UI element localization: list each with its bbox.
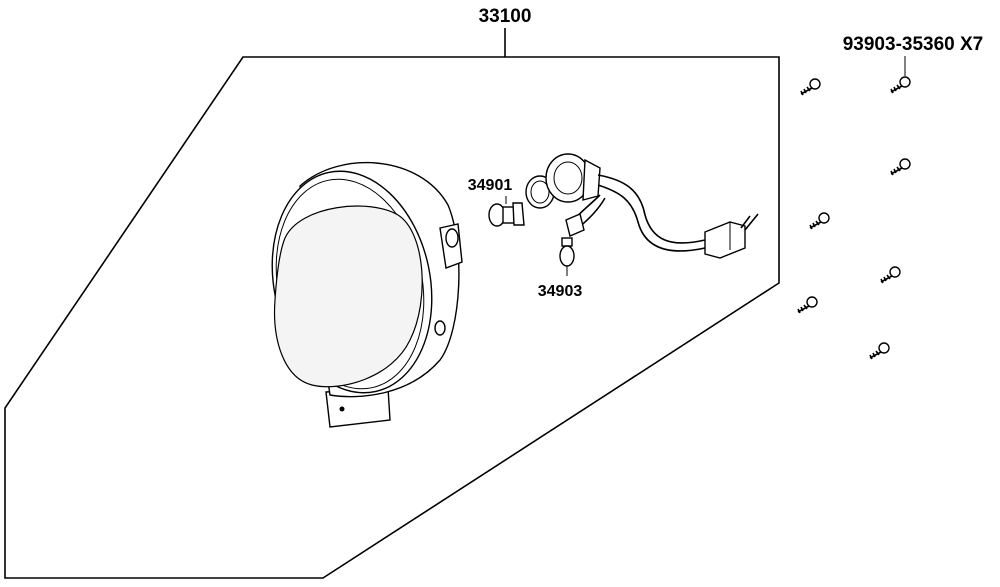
screw-5	[880, 266, 901, 284]
small-bulb-glass	[559, 245, 575, 267]
connector-pin-1	[744, 213, 759, 231]
headlight-lens	[273, 205, 423, 388]
small-socket	[565, 213, 585, 237]
wiring-harness	[525, 153, 759, 259]
connector-pin-2	[740, 215, 751, 229]
small-bulb-part-number: 34903	[538, 283, 583, 300]
screw-1	[800, 78, 821, 96]
screw-3	[890, 158, 911, 176]
main-bulb-part-number: 34901	[468, 177, 513, 194]
harness-connector	[704, 221, 746, 259]
small-bulb-base	[561, 237, 573, 247]
screw-4	[809, 212, 830, 230]
main-bulb-flange	[512, 202, 525, 226]
screw-6	[797, 296, 818, 314]
assembly-boundary	[4, 56, 780, 579]
socket-body	[582, 158, 601, 201]
small-bulb	[559, 237, 575, 276]
assembly-part-number: 33100	[479, 6, 532, 27]
screw-2	[890, 76, 911, 94]
housing-knob-top	[445, 228, 459, 248]
headlight-unit	[271, 161, 463, 428]
harness-wire-b	[597, 184, 706, 252]
screw-part-number: 93903-35360 X7	[843, 34, 984, 55]
socket-ring-inner	[530, 180, 550, 204]
socket-cap-inner	[553, 161, 583, 195]
bracket-hole	[339, 406, 345, 412]
harness-wire-a	[597, 174, 706, 244]
screw-7	[869, 342, 890, 360]
housing-knob-bottom	[434, 320, 446, 336]
main-bulb	[488, 196, 525, 227]
